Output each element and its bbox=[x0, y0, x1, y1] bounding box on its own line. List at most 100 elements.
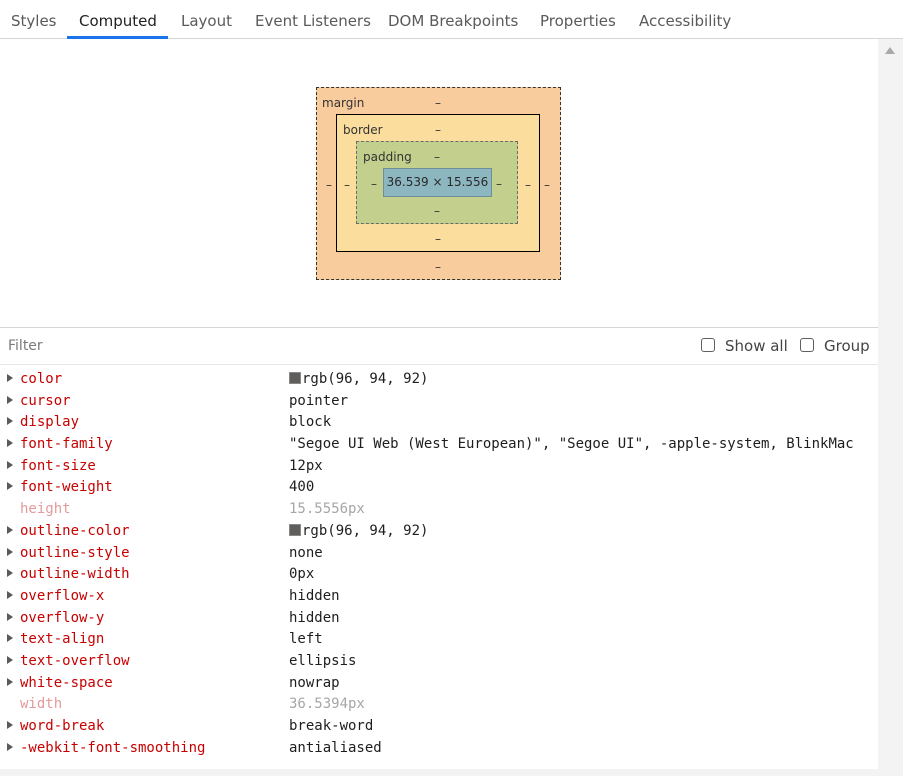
border-right-value[interactable]: – bbox=[525, 178, 531, 192]
computed-property-row[interactable]: white-space nowrap bbox=[0, 673, 878, 695]
color-swatch-icon[interactable] bbox=[289, 523, 301, 536]
expand-triangle-icon[interactable] bbox=[7, 482, 13, 491]
border-bottom-value[interactable]: – bbox=[435, 232, 441, 246]
show-all-label[interactable]: Show all bbox=[725, 337, 788, 355]
computed-property-row[interactable]: text-align left bbox=[0, 629, 878, 651]
box-model-border[interactable]: border – – – – padding – – – – 36.539 × … bbox=[336, 114, 540, 252]
padding-top-value[interactable]: – bbox=[434, 150, 440, 164]
property-value-text: none bbox=[289, 544, 323, 561]
margin-left-value[interactable]: – bbox=[326, 178, 332, 192]
property-name: outline-width bbox=[20, 566, 130, 583]
tab-accessibility[interactable]: Accessibility bbox=[639, 12, 732, 30]
property-name: height bbox=[20, 501, 71, 518]
expand-triangle-icon[interactable] bbox=[7, 742, 13, 751]
property-value-text: rgb(96, 94, 92) bbox=[302, 522, 429, 539]
tab-styles[interactable]: Styles bbox=[11, 12, 57, 30]
property-name: color bbox=[20, 371, 63, 387]
expand-triangle-icon[interactable] bbox=[7, 439, 13, 448]
expand-triangle-icon[interactable] bbox=[7, 612, 13, 621]
property-value: nowrap bbox=[289, 673, 340, 695]
property-value-text: left bbox=[289, 631, 323, 648]
property-value: pointer bbox=[289, 391, 348, 413]
computed-property-row[interactable]: font-size 12px bbox=[0, 456, 878, 478]
property-value-text: pointer bbox=[289, 392, 349, 409]
group-checkbox[interactable] bbox=[800, 338, 814, 352]
property-name: outline-style bbox=[20, 544, 130, 561]
box-model-pane: margin – – – – border – – – – padding – … bbox=[0, 39, 878, 327]
property-value-text: 400 bbox=[289, 479, 315, 496]
expand-triangle-icon[interactable] bbox=[7, 721, 13, 729]
expand-triangle-icon[interactable] bbox=[7, 460, 13, 469]
box-model-content-size[interactable]: 36.539 × 15.556 bbox=[383, 168, 492, 197]
expand-triangle-icon[interactable] bbox=[7, 634, 13, 643]
tab-computed[interactable]: Computed bbox=[79, 12, 157, 30]
tab-properties[interactable]: Properties bbox=[540, 12, 616, 30]
property-name: white-space bbox=[20, 674, 113, 691]
property-value: 0px bbox=[289, 564, 314, 586]
property-name: font-size bbox=[20, 457, 96, 474]
property-value-text: 36.5394px bbox=[289, 696, 365, 713]
property-value-text: 0px bbox=[289, 566, 315, 583]
computed-property-row[interactable]: outline-style none bbox=[0, 543, 878, 565]
expand-triangle-icon[interactable] bbox=[7, 655, 13, 664]
border-top-value[interactable]: – bbox=[435, 123, 441, 137]
padding-bottom-value[interactable]: – bbox=[434, 204, 440, 218]
margin-top-value[interactable]: – bbox=[435, 96, 441, 110]
group-label[interactable]: Group bbox=[824, 337, 870, 355]
property-value: hidden bbox=[289, 608, 340, 630]
show-all-checkbox[interactable] bbox=[701, 338, 715, 352]
property-value-text: ellipsis bbox=[289, 652, 357, 669]
expand-triangle-icon[interactable] bbox=[7, 525, 13, 534]
border-label: border bbox=[343, 123, 383, 137]
filter-input[interactable] bbox=[0, 328, 560, 364]
expand-triangle-icon[interactable] bbox=[7, 374, 13, 382]
padding-right-value[interactable]: – bbox=[496, 177, 502, 191]
property-name: text-overflow bbox=[20, 652, 130, 669]
expand-triangle-icon[interactable] bbox=[7, 590, 13, 599]
box-model-margin[interactable]: margin – – – – border – – – – padding – … bbox=[316, 87, 561, 280]
box-model-padding[interactable]: padding – – – – 36.539 × 15.556 bbox=[356, 141, 518, 224]
margin-right-value[interactable]: – bbox=[544, 178, 550, 192]
property-value-text: rgb(96, 94, 92) bbox=[302, 371, 429, 387]
property-value: 36.5394px bbox=[289, 694, 365, 716]
property-value-text: hidden bbox=[289, 609, 340, 626]
property-value: ellipsis bbox=[289, 651, 356, 673]
active-tab-indicator bbox=[67, 36, 168, 39]
vertical-scrollbar[interactable] bbox=[878, 39, 903, 776]
property-value: hidden bbox=[289, 586, 340, 608]
color-swatch-icon[interactable] bbox=[289, 372, 301, 384]
property-name: word-break bbox=[20, 718, 105, 734]
computed-property-row[interactable]: color rgb(96, 94, 92) bbox=[0, 369, 878, 391]
computed-property-row[interactable]: text-overflow ellipsis bbox=[0, 651, 878, 673]
property-name: text-align bbox=[20, 631, 105, 648]
property-value: rgb(96, 94, 92) bbox=[289, 369, 428, 391]
expand-triangle-icon[interactable] bbox=[7, 677, 13, 686]
padding-label: padding bbox=[363, 150, 412, 164]
tab-dom-breakpoints[interactable]: DOM Breakpoints bbox=[388, 12, 519, 30]
tab-event-listeners[interactable]: Event Listeners bbox=[255, 12, 371, 30]
expand-triangle-icon[interactable] bbox=[7, 417, 13, 426]
expand-triangle-icon[interactable] bbox=[7, 547, 13, 556]
margin-bottom-value[interactable]: – bbox=[435, 260, 441, 274]
padding-left-value[interactable]: – bbox=[371, 177, 377, 191]
property-value: "Segoe UI Web (West European)", "Segoe U… bbox=[289, 434, 854, 456]
expand-triangle-icon[interactable] bbox=[7, 569, 13, 578]
border-left-value[interactable]: – bbox=[344, 178, 350, 192]
property-value: 12px bbox=[289, 456, 323, 478]
tab-layout[interactable]: Layout bbox=[181, 12, 232, 30]
property-value-text: hidden bbox=[289, 587, 340, 604]
scroll-up-arrow-icon[interactable] bbox=[885, 47, 895, 54]
computed-property-row[interactable]: outline-width 0px bbox=[0, 564, 878, 586]
expand-triangle-icon[interactable] bbox=[7, 395, 13, 404]
computed-property-row[interactable]: font-family"Segoe UI Web (West European)… bbox=[0, 434, 878, 456]
